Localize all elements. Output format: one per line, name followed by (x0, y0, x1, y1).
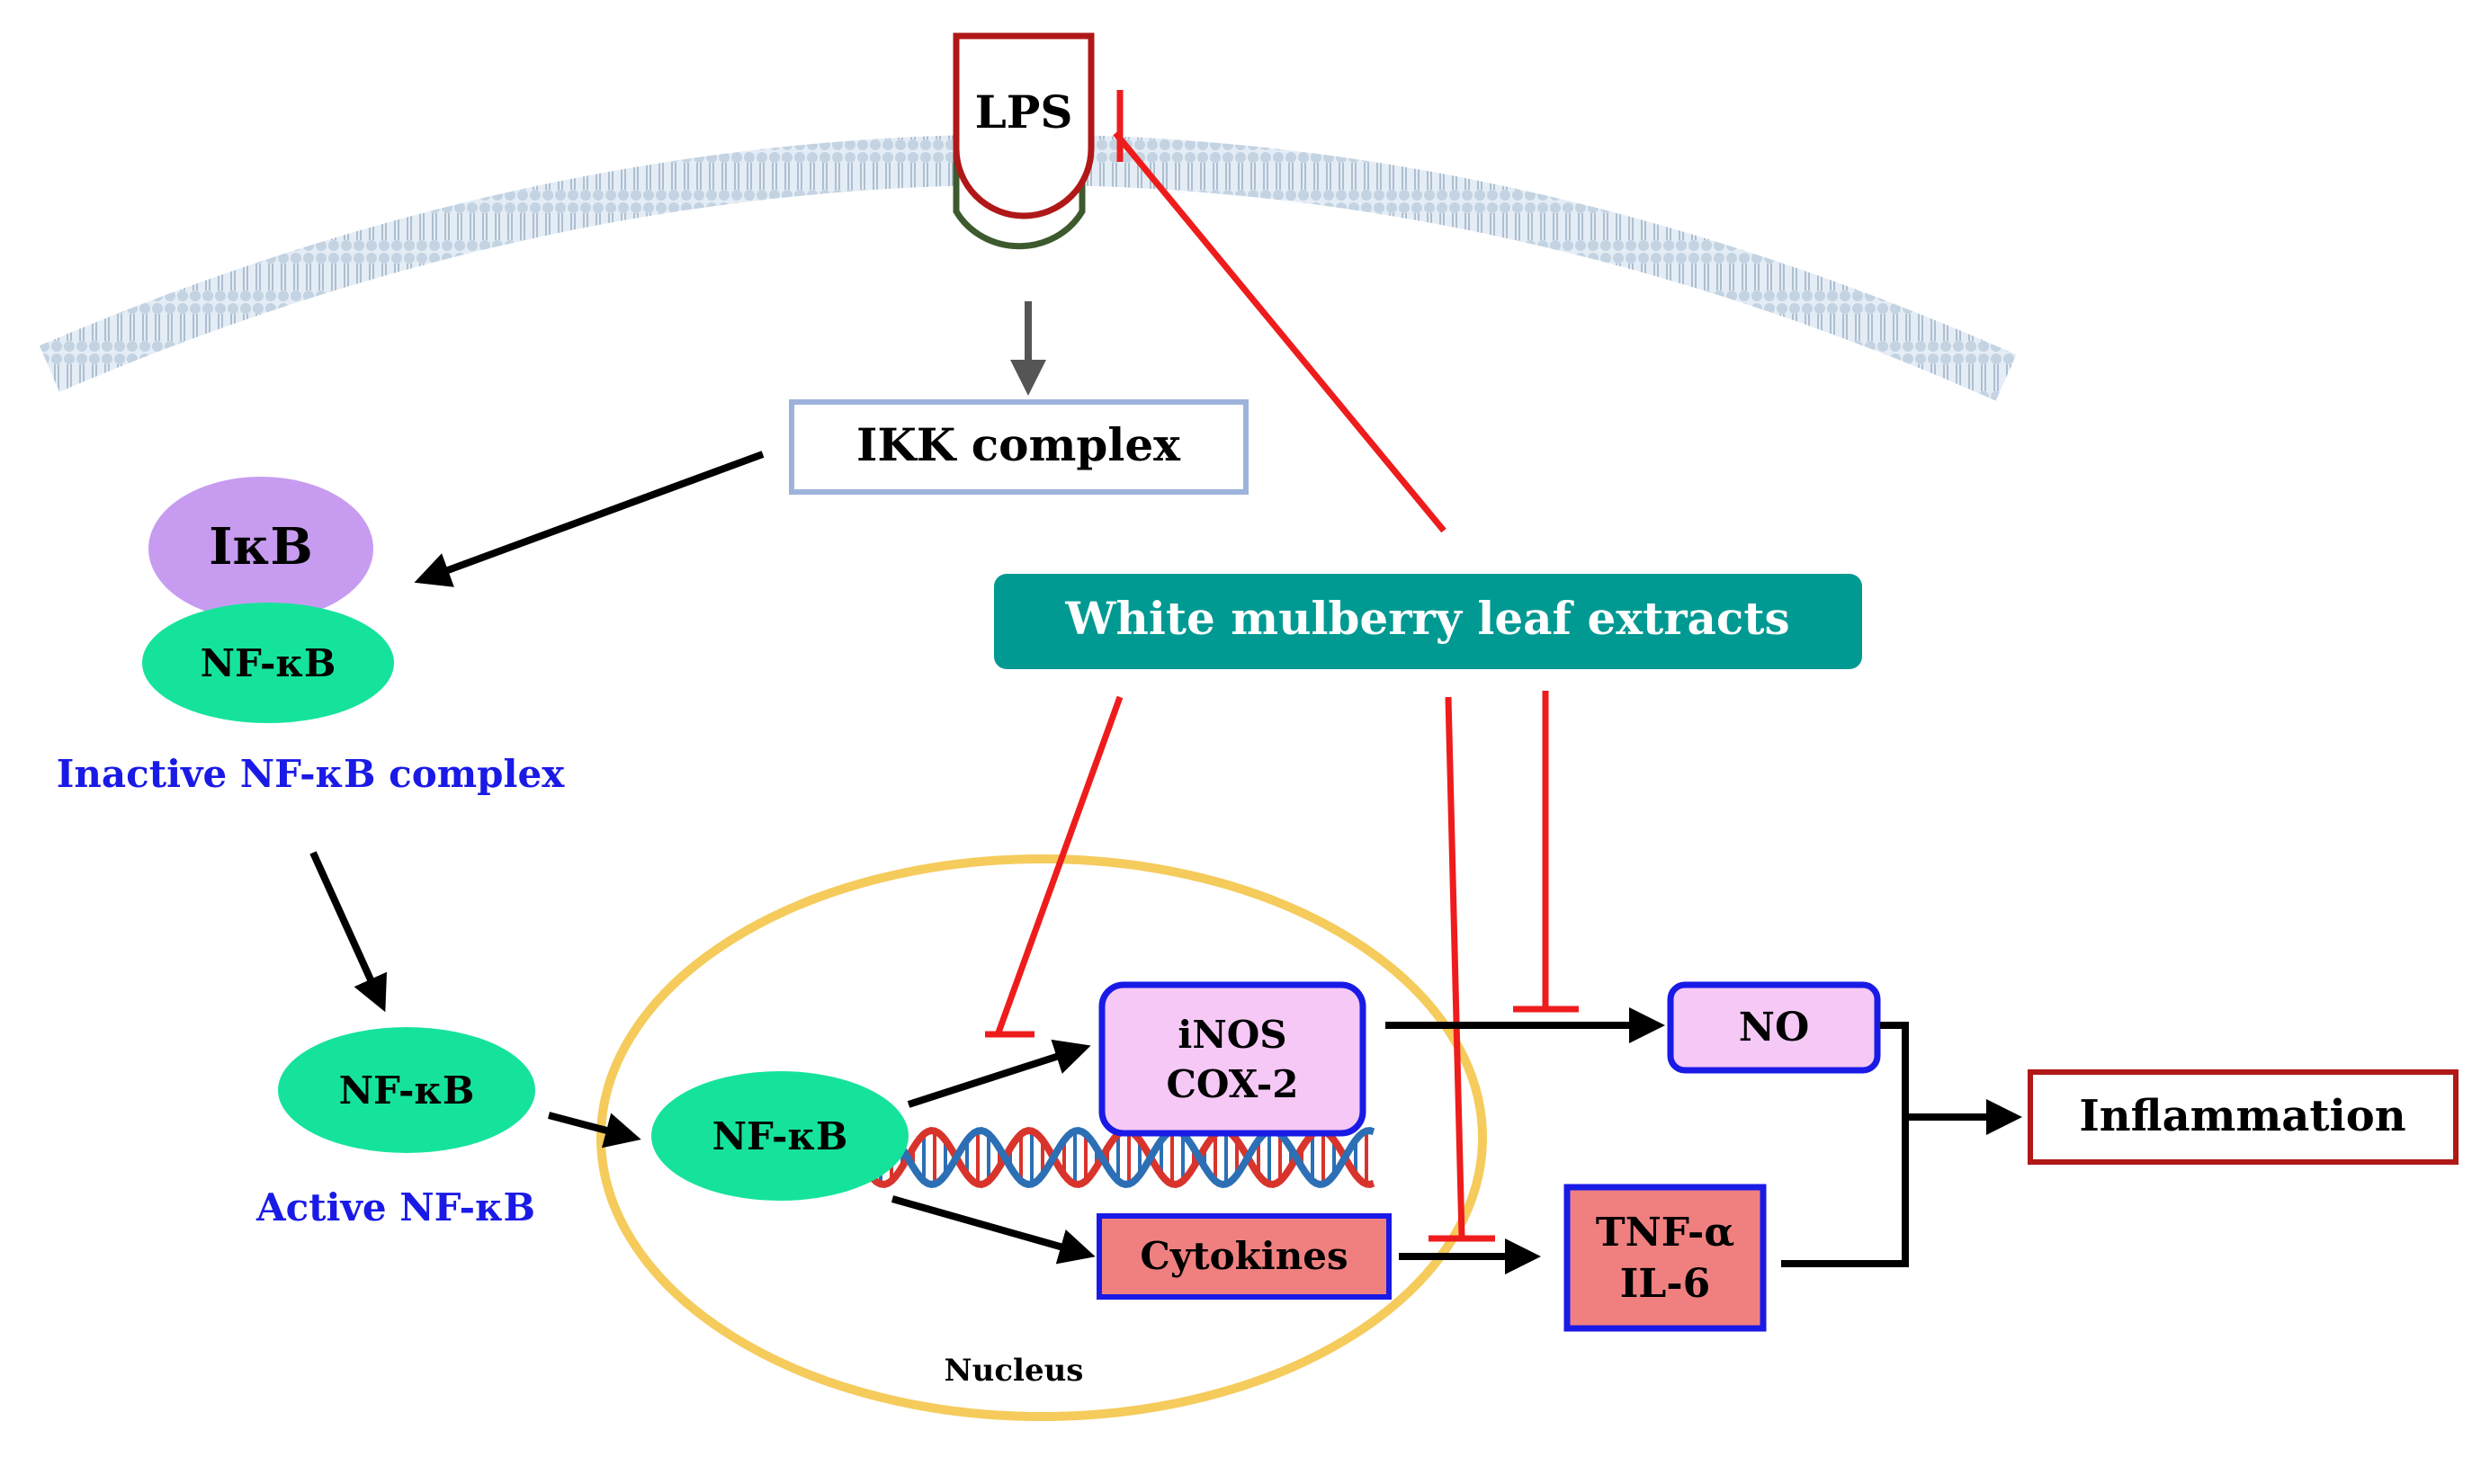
nucleus-label: Nucleus (945, 1353, 1084, 1389)
arrow-inactive-to-active (309, 851, 388, 1013)
ikb-label: IκB (209, 517, 313, 577)
lps-label: LPS (975, 85, 1073, 139)
inflammation-label: Inflammation (2079, 1091, 2405, 1141)
lps-shape (953, 32, 1095, 219)
nfkb-nucleus-label: NF-κB (712, 1114, 848, 1158)
nfkb-nucleus-ellipse (651, 1071, 909, 1201)
inactive-complex-label: Inactive NF-κB complex (57, 752, 565, 796)
inactive-nfkb-complex: IκB NF-κB Inactive NF-κB complex (57, 477, 565, 796)
il6-label: IL-6 (1620, 1261, 1710, 1307)
ikk-complex-box: IKK complex (789, 399, 1249, 495)
no-label: NO (1739, 1005, 1810, 1050)
inos-label: iNOS (1178, 1013, 1286, 1057)
nfkb-active-ellipse (278, 1027, 535, 1153)
nfkb-inactive-ellipse (142, 603, 394, 723)
tnf-il6-box: TNF-α IL-6 (1563, 1184, 1767, 1332)
arrow-nfkb-to-inos (907, 1039, 1091, 1108)
arrow-ikk-to-ikb (414, 451, 765, 587)
inhibit-lps (1113, 130, 1447, 533)
cytokines-label: Cytokines (1140, 1234, 1348, 1278)
nucleus-ring (596, 854, 1487, 1421)
no-box: NO (1667, 981, 1881, 1074)
nfkb-inactive-label: NF-κB (201, 641, 336, 685)
merge-connector (1781, 1022, 2022, 1267)
extract-banner: White mulberry leaf extracts (994, 574, 1862, 669)
inflammation-box: Inflammation (2028, 1069, 2459, 1165)
inhibit-nfkb (995, 695, 1124, 1034)
arrow-active-to-nucleus (547, 1112, 641, 1149)
arrow-nfkb-to-cytokines (891, 1195, 1096, 1265)
ikb-ellipse (148, 477, 373, 621)
active-nfkb: NF-κB Active NF-κB (255, 1027, 535, 1229)
dna-strand-a (855, 1127, 1375, 1188)
cox2-label: COX-2 (1166, 1062, 1298, 1106)
inhibit-tnf-path (1445, 696, 1465, 1238)
tnf-label: TNF-α (1596, 1210, 1734, 1256)
dna-helix (855, 1127, 1375, 1188)
lps-receptor: LPS (953, 32, 1095, 250)
inos-cox2-box: iNOS COX-2 (1098, 981, 1366, 1137)
ikk-complex-label: IKK complex (856, 418, 1181, 471)
dna-strand-b (855, 1127, 1375, 1188)
nfkb-active-label: NF-κB (339, 1068, 475, 1113)
inhibition-lines (985, 90, 1579, 1242)
cytokines-box: Cytokines (1097, 1213, 1392, 1300)
extract-label: White mulberry leaf extracts (1064, 592, 1789, 645)
active-nfkb-label: Active NF-κB (255, 1185, 535, 1229)
